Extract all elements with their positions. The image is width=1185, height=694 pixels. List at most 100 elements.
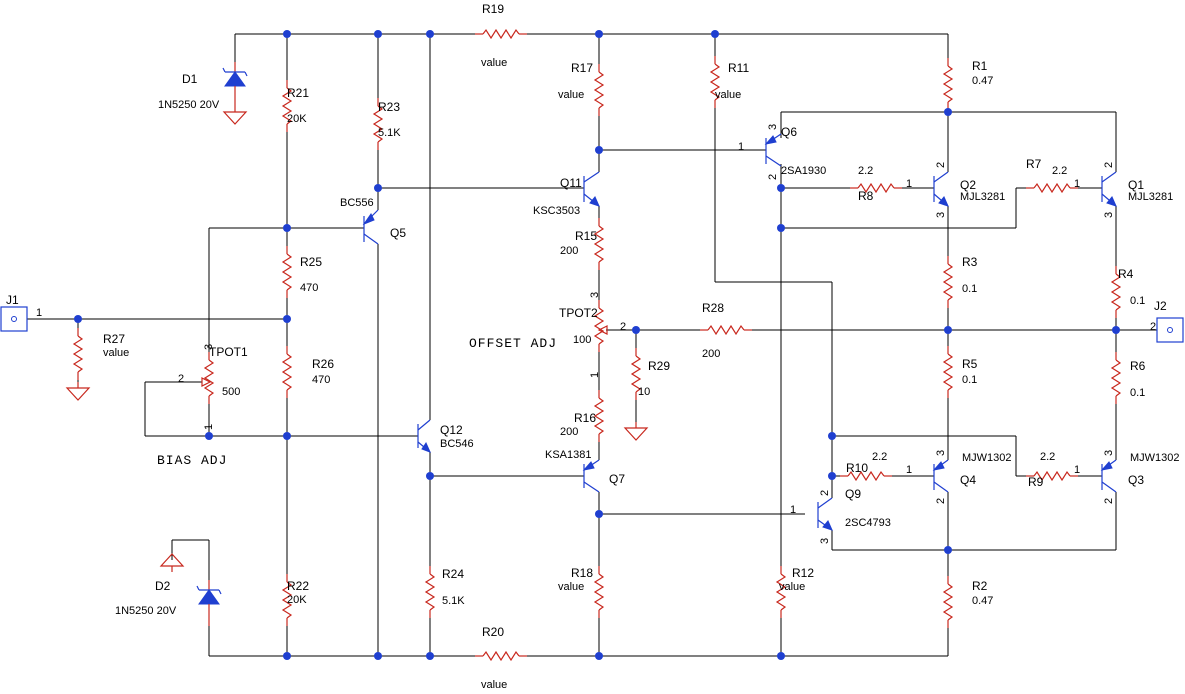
pin-label: 1 bbox=[589, 372, 601, 378]
r28-ref: R28 bbox=[702, 301, 724, 315]
pin-label: 1 bbox=[906, 178, 912, 190]
r11-value: value bbox=[715, 89, 741, 101]
r18-value: value bbox=[558, 581, 584, 593]
r18-ref: R18 bbox=[571, 566, 593, 580]
r8-value: 2.2 bbox=[858, 165, 873, 177]
tpot2-value: 100 bbox=[573, 334, 591, 346]
transistor-q3 bbox=[1100, 459, 1117, 493]
q2-part: MJL3281 bbox=[960, 191, 1005, 203]
r2-ref: R2 bbox=[972, 579, 988, 593]
tpot1-ref: TPOT1 bbox=[209, 345, 248, 359]
d2-value: 1N5250 20V bbox=[115, 605, 177, 617]
q1-ref: Q1 bbox=[1128, 178, 1144, 192]
pin-label: 3 bbox=[589, 292, 601, 298]
d2-ref: D2 bbox=[155, 579, 171, 593]
pin-label: 2 bbox=[1103, 498, 1115, 504]
r23-ref: R23 bbox=[378, 100, 400, 114]
pin-numbers: 2 2 1 1 1 1 1 1 2 3 1 3 1 3 2 2 3 2 3 3 … bbox=[178, 124, 1156, 544]
r4-value: 0.1 bbox=[1130, 295, 1145, 307]
q9-ref: Q9 bbox=[845, 487, 861, 501]
j2-ref: J2 bbox=[1154, 299, 1167, 313]
pin-label: 2 bbox=[819, 490, 831, 496]
transistor-q7 bbox=[582, 459, 600, 493]
q2-ref: Q2 bbox=[960, 178, 976, 192]
bias-adj-note: BIAS ADJ bbox=[157, 453, 227, 468]
j1-ref: J1 bbox=[6, 293, 19, 307]
r15-value: 200 bbox=[560, 245, 578, 257]
pin-label: 3 bbox=[935, 450, 947, 456]
connector-j1 bbox=[0, 306, 28, 332]
tpot1-value: 500 bbox=[222, 386, 240, 398]
r9-value: 2.2 bbox=[1040, 451, 1055, 463]
q5-ref: Q5 bbox=[390, 226, 406, 240]
r22-ref: R22 bbox=[287, 579, 309, 593]
q11-ref: Q11 bbox=[560, 176, 582, 190]
r1-ref: R1 bbox=[972, 59, 988, 73]
q6-ref: Q6 bbox=[781, 125, 797, 139]
pin-label: 3 bbox=[1103, 450, 1115, 456]
q1-part: MJL3281 bbox=[1128, 191, 1173, 203]
r19-ref: R19 bbox=[482, 2, 504, 16]
r17-ref: R17 bbox=[571, 61, 593, 75]
r7-ref: R7 bbox=[1026, 157, 1042, 171]
r6-ref: R6 bbox=[1130, 359, 1146, 373]
zener-diode-d1 bbox=[222, 62, 248, 106]
r5-ref: R5 bbox=[962, 357, 978, 371]
pin-label: 1 bbox=[1074, 178, 1080, 190]
r5-value: 0.1 bbox=[962, 374, 977, 386]
pin-label: 2 bbox=[1150, 321, 1156, 333]
offset-adj-note: OFFSET ADJ bbox=[469, 336, 557, 351]
transistor-q6 bbox=[764, 133, 782, 167]
q9-part: 2SC4793 bbox=[845, 517, 891, 529]
q3-ref: Q3 bbox=[1128, 473, 1144, 487]
pin-label: 3 bbox=[767, 124, 779, 130]
q12-part: BC546 bbox=[440, 438, 474, 450]
r19-value: value bbox=[481, 57, 507, 69]
transistor-q12 bbox=[417, 419, 431, 453]
r28-value: 200 bbox=[702, 348, 720, 360]
r11-ref: R11 bbox=[728, 61, 749, 75]
r29-ref: R29 bbox=[648, 359, 670, 373]
r20-value: value bbox=[481, 679, 507, 691]
wiring bbox=[27, 33, 1157, 657]
r27-value: value bbox=[103, 347, 129, 359]
transistor-q2 bbox=[933, 171, 949, 207]
r27-ref: R27 bbox=[103, 332, 125, 346]
r12-ref: R12 bbox=[792, 566, 814, 580]
r29-value: 10 bbox=[638, 386, 650, 398]
j1-pin: 1 bbox=[36, 307, 42, 319]
r8-ref: R8 bbox=[858, 189, 874, 203]
ground-symbols bbox=[66, 105, 648, 572]
pin-label: 1 bbox=[790, 504, 796, 516]
r10-ref: R10 bbox=[846, 461, 868, 475]
transistor-q4 bbox=[932, 459, 949, 493]
r1-value: 0.47 bbox=[972, 75, 993, 87]
pin-label: 2 bbox=[935, 162, 947, 168]
r12-value: value bbox=[779, 581, 805, 593]
r25-ref: R25 bbox=[300, 255, 322, 269]
q7-part: KSA1381 bbox=[545, 449, 591, 461]
r20-ref: R20 bbox=[482, 625, 504, 639]
junction-dots bbox=[74, 30, 1120, 660]
r26-value: 470 bbox=[312, 374, 330, 386]
q4-ref: Q4 bbox=[960, 473, 976, 487]
pin-label: 2 bbox=[178, 373, 184, 385]
r7-value: 2.2 bbox=[1052, 165, 1067, 177]
connector-j2 bbox=[1156, 317, 1184, 343]
q6-part: 2SA1930 bbox=[781, 165, 826, 177]
r10-value: 2.2 bbox=[872, 451, 887, 463]
r16-ref: R16 bbox=[574, 411, 596, 425]
pin-label: 3 bbox=[819, 538, 831, 544]
q12-ref: Q12 bbox=[440, 423, 463, 437]
r15-ref: R15 bbox=[575, 229, 597, 243]
transistor-q1 bbox=[1101, 171, 1117, 207]
q7-ref: Q7 bbox=[609, 472, 625, 486]
tpot2-ref: TPOT2 bbox=[559, 306, 598, 320]
r3-ref: R3 bbox=[962, 255, 978, 269]
pin-label: 2 bbox=[1103, 162, 1115, 168]
pin-label: 1 bbox=[1074, 464, 1080, 476]
r24-value: 5.1K bbox=[442, 595, 465, 607]
r3-value: 0.1 bbox=[962, 283, 977, 295]
pin-label: 2 bbox=[767, 174, 779, 180]
r17-value: value bbox=[558, 89, 584, 101]
